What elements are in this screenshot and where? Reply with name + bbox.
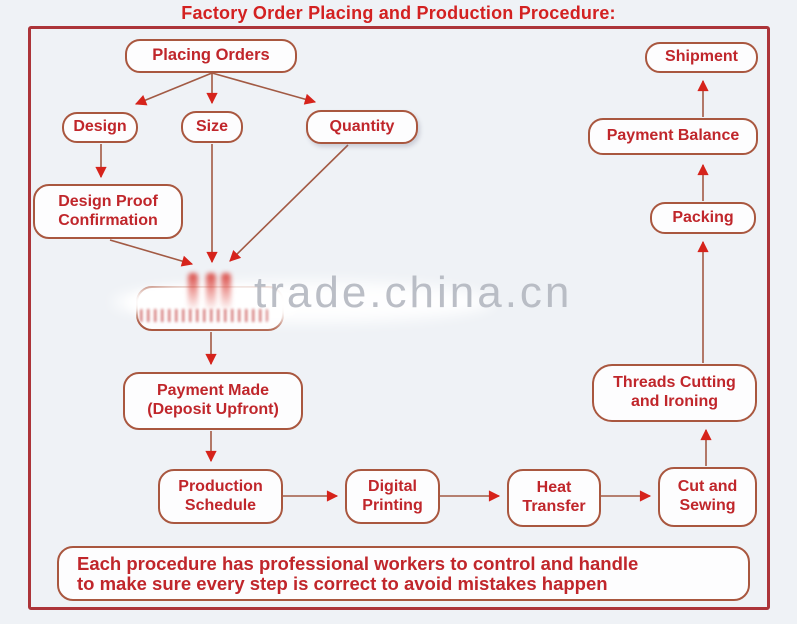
node-payment-made: Payment Made (Deposit Upfront) (123, 372, 303, 430)
edge-placing-orders-quantity (211, 72, 317, 105)
node-shipment: Shipment (645, 42, 758, 73)
page-title: Factory Order Placing and Production Pro… (181, 3, 616, 23)
watermark-text: trade.china.cn (254, 268, 573, 317)
blurred-text-remnant (140, 309, 268, 322)
node-packing: Packing (650, 202, 756, 234)
node-production-schedule: Production Schedule (158, 469, 283, 524)
node-size: Size (181, 111, 243, 143)
blurred-arrow-trail (221, 273, 231, 311)
blurred-arrow-trail (206, 273, 216, 311)
node-payment-balance: Payment Balance (588, 118, 758, 155)
footer-note: Each procedure has professional workers … (57, 546, 750, 601)
blurred-arrow-trail (188, 273, 198, 311)
node-design-proof-confirmation: Design Proof Confirmation (33, 184, 183, 239)
diagram-border (28, 26, 770, 610)
node-design: Design (62, 112, 138, 143)
node-cut-and-sewing: Cut and Sewing (658, 467, 757, 527)
edge-placing-orders-design (134, 72, 213, 106)
edge-quantity-obscured (229, 144, 349, 262)
node-digital-printing: Digital Printing (345, 469, 440, 524)
edge-design-proof-obscured (109, 239, 194, 267)
node-quantity: Quantity (306, 110, 418, 144)
node-threads-cutting-ironing: Threads Cutting and Ironing (592, 364, 757, 422)
node-placing-orders: Placing Orders (125, 39, 297, 73)
node-heat-transfer: Heat Transfer (507, 469, 601, 527)
